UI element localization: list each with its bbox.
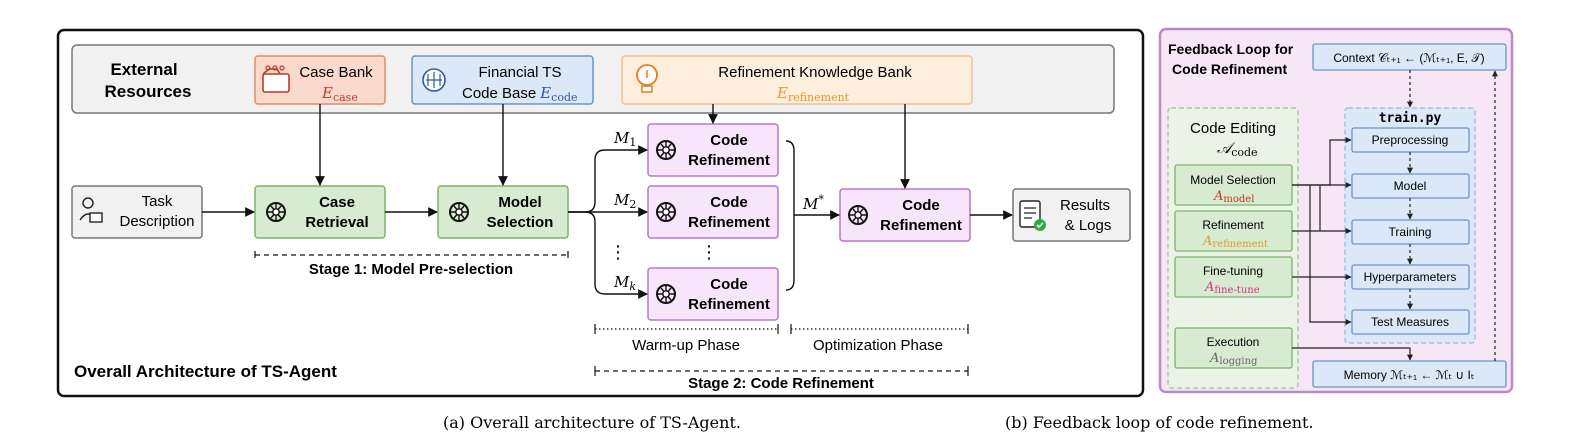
warmup-phase-label: Warm-up Phase bbox=[632, 337, 740, 354]
refinement-bank-math: Erefinement bbox=[776, 84, 850, 104]
action-math: Arefinement bbox=[1202, 234, 1268, 250]
code-refinement-label: Code bbox=[710, 194, 748, 211]
step-label: Model bbox=[1394, 179, 1427, 193]
case-bank-math: Ecase bbox=[321, 84, 358, 104]
code-base-label-1: Financial TS bbox=[478, 64, 561, 81]
results-box: Results & Logs bbox=[1012, 188, 1131, 242]
optimization-phase-label: Optimization Phase bbox=[813, 337, 943, 354]
action-label: Refinement bbox=[1202, 218, 1264, 232]
action-fine-tuning: Fine-tuning Afine-tune bbox=[1174, 256, 1293, 298]
code-refinement-label: Refinement bbox=[880, 217, 962, 234]
action-label: Execution bbox=[1207, 335, 1260, 349]
action-math: Alogging bbox=[1209, 351, 1258, 367]
architecture-arrows bbox=[202, 104, 1013, 299]
refinement-bank-box: Refinement Knowledge Bank Erefinement bbox=[621, 55, 973, 105]
context-label: Context 𝒞ₜ₊₁ ← (ℳₜ₊₁, E, 𝒯) bbox=[1333, 51, 1484, 65]
train-file-label: train.py bbox=[1379, 111, 1442, 126]
feedback-arrows bbox=[1292, 70, 1498, 361]
model-selection-label-2: Selection bbox=[487, 214, 554, 231]
folder-icon bbox=[262, 65, 290, 93]
brain-circuit-icon bbox=[422, 68, 446, 92]
caption-a: (a) Overall architecture of TS-Agent. bbox=[443, 413, 741, 432]
code-refinement-label: Code bbox=[710, 132, 748, 149]
case-bank-box: Case Bank Ecase bbox=[254, 55, 386, 105]
external-resources-title-1: External bbox=[110, 60, 177, 79]
code-refinement-label: Refinement bbox=[688, 214, 770, 231]
candidate-label-m1: M1 bbox=[613, 129, 636, 149]
final-code-refinement-box: Code Refinement bbox=[839, 188, 971, 242]
step-model: Model bbox=[1351, 173, 1470, 199]
stage1-label: Stage 1: Model Pre-selection bbox=[309, 261, 513, 278]
code-refinement-label: Code bbox=[902, 197, 940, 214]
step-test-measures: Test Measures bbox=[1351, 309, 1470, 335]
code-editing-label: Code Editing bbox=[1190, 120, 1276, 137]
step-label: Hyperparameters bbox=[1364, 270, 1457, 284]
action-model-selection: Model Selection Amodel bbox=[1174, 164, 1293, 206]
case-bank-label: Case Bank bbox=[299, 64, 373, 81]
code-refinement-box-2: Code Refinement bbox=[647, 185, 779, 239]
task-description-box: Task Description bbox=[71, 185, 203, 239]
step-hyperparameters: Hyperparameters bbox=[1351, 264, 1470, 290]
openai-logo-icon bbox=[656, 284, 676, 304]
memory-label: Memory ℳₜ₊₁ ← ℳₜ ∪ Iₜ bbox=[1344, 368, 1475, 382]
architecture-title: Overall Architecture of TS-Agent bbox=[74, 362, 337, 381]
step-training: Training bbox=[1351, 219, 1470, 245]
step-label: Preprocessing bbox=[1372, 133, 1449, 147]
task-label-2: Description bbox=[119, 213, 194, 230]
openai-logo-icon bbox=[449, 202, 469, 222]
task-label-1: Task bbox=[142, 193, 173, 210]
best-model-label: M* bbox=[802, 193, 824, 213]
code-refinement-box-k: Code Refinement bbox=[647, 267, 779, 321]
feedback-title-2: Code Refinement bbox=[1172, 61, 1287, 77]
action-math: Amodel bbox=[1213, 189, 1254, 205]
lightbulb-icon bbox=[636, 64, 658, 93]
box-ellipsis: ⋮ bbox=[700, 242, 718, 262]
refinement-bank-label: Refinement Knowledge Bank bbox=[718, 64, 912, 81]
code-refinement-label: Code bbox=[710, 276, 748, 293]
case-retrieval-label-2: Retrieval bbox=[305, 214, 368, 231]
action-label: Fine-tuning bbox=[1203, 264, 1263, 278]
stage2-label: Stage 2: Code Refinement bbox=[688, 375, 874, 392]
model-selection-label-1: Model bbox=[498, 194, 541, 211]
case-retrieval-box: Case Retrieval bbox=[254, 185, 386, 239]
action-math: Afine-tune bbox=[1204, 280, 1260, 296]
model-selection-box: Model Selection bbox=[437, 185, 569, 239]
candidate-ellipsis: ⋮ bbox=[609, 242, 627, 262]
openai-logo-icon bbox=[656, 140, 676, 160]
openai-logo-icon bbox=[848, 205, 868, 225]
context-box: Context 𝒞ₜ₊₁ ← (ℳₜ₊₁, E, 𝒯) bbox=[1312, 43, 1507, 71]
checklist-icon bbox=[1019, 200, 1046, 231]
code-refinement-box-1: Code Refinement bbox=[647, 123, 779, 177]
train-steps: Preprocessing Model Training Hyperparame… bbox=[1351, 127, 1470, 335]
user-computer-icon bbox=[79, 197, 103, 223]
step-label: Training bbox=[1389, 225, 1432, 239]
code-refinement-label: Refinement bbox=[688, 152, 770, 169]
architecture-panel bbox=[56, 28, 1145, 398]
candidate-label-mk: Mk bbox=[613, 273, 636, 293]
case-retrieval-label-1: Case bbox=[319, 194, 355, 211]
external-resources-title-2: Resources bbox=[105, 82, 192, 101]
memory-box: Memory ℳₜ₊₁ ← ℳₜ ∪ Iₜ bbox=[1312, 360, 1507, 388]
candidate-label-m2: M2 bbox=[613, 191, 636, 211]
phase-brackets bbox=[594, 324, 969, 376]
action-refinement: Refinement Arefinement bbox=[1174, 210, 1293, 252]
action-label: Model Selection bbox=[1190, 173, 1275, 187]
openai-logo-icon bbox=[266, 202, 286, 222]
results-label-1: Results bbox=[1060, 197, 1110, 214]
caption-b: (b) Feedback loop of code refinement. bbox=[1005, 413, 1314, 432]
feedback-title-1: Feedback Loop for bbox=[1168, 41, 1294, 57]
openai-logo-icon bbox=[656, 202, 676, 222]
action-execution: Execution Alogging bbox=[1174, 327, 1293, 369]
step-preprocessing: Preprocessing bbox=[1351, 127, 1470, 153]
stage1-bracket bbox=[254, 251, 569, 258]
results-label-2: & Logs bbox=[1065, 217, 1112, 234]
code-refinement-label: Refinement bbox=[688, 296, 770, 313]
step-label: Test Measures bbox=[1371, 315, 1449, 329]
